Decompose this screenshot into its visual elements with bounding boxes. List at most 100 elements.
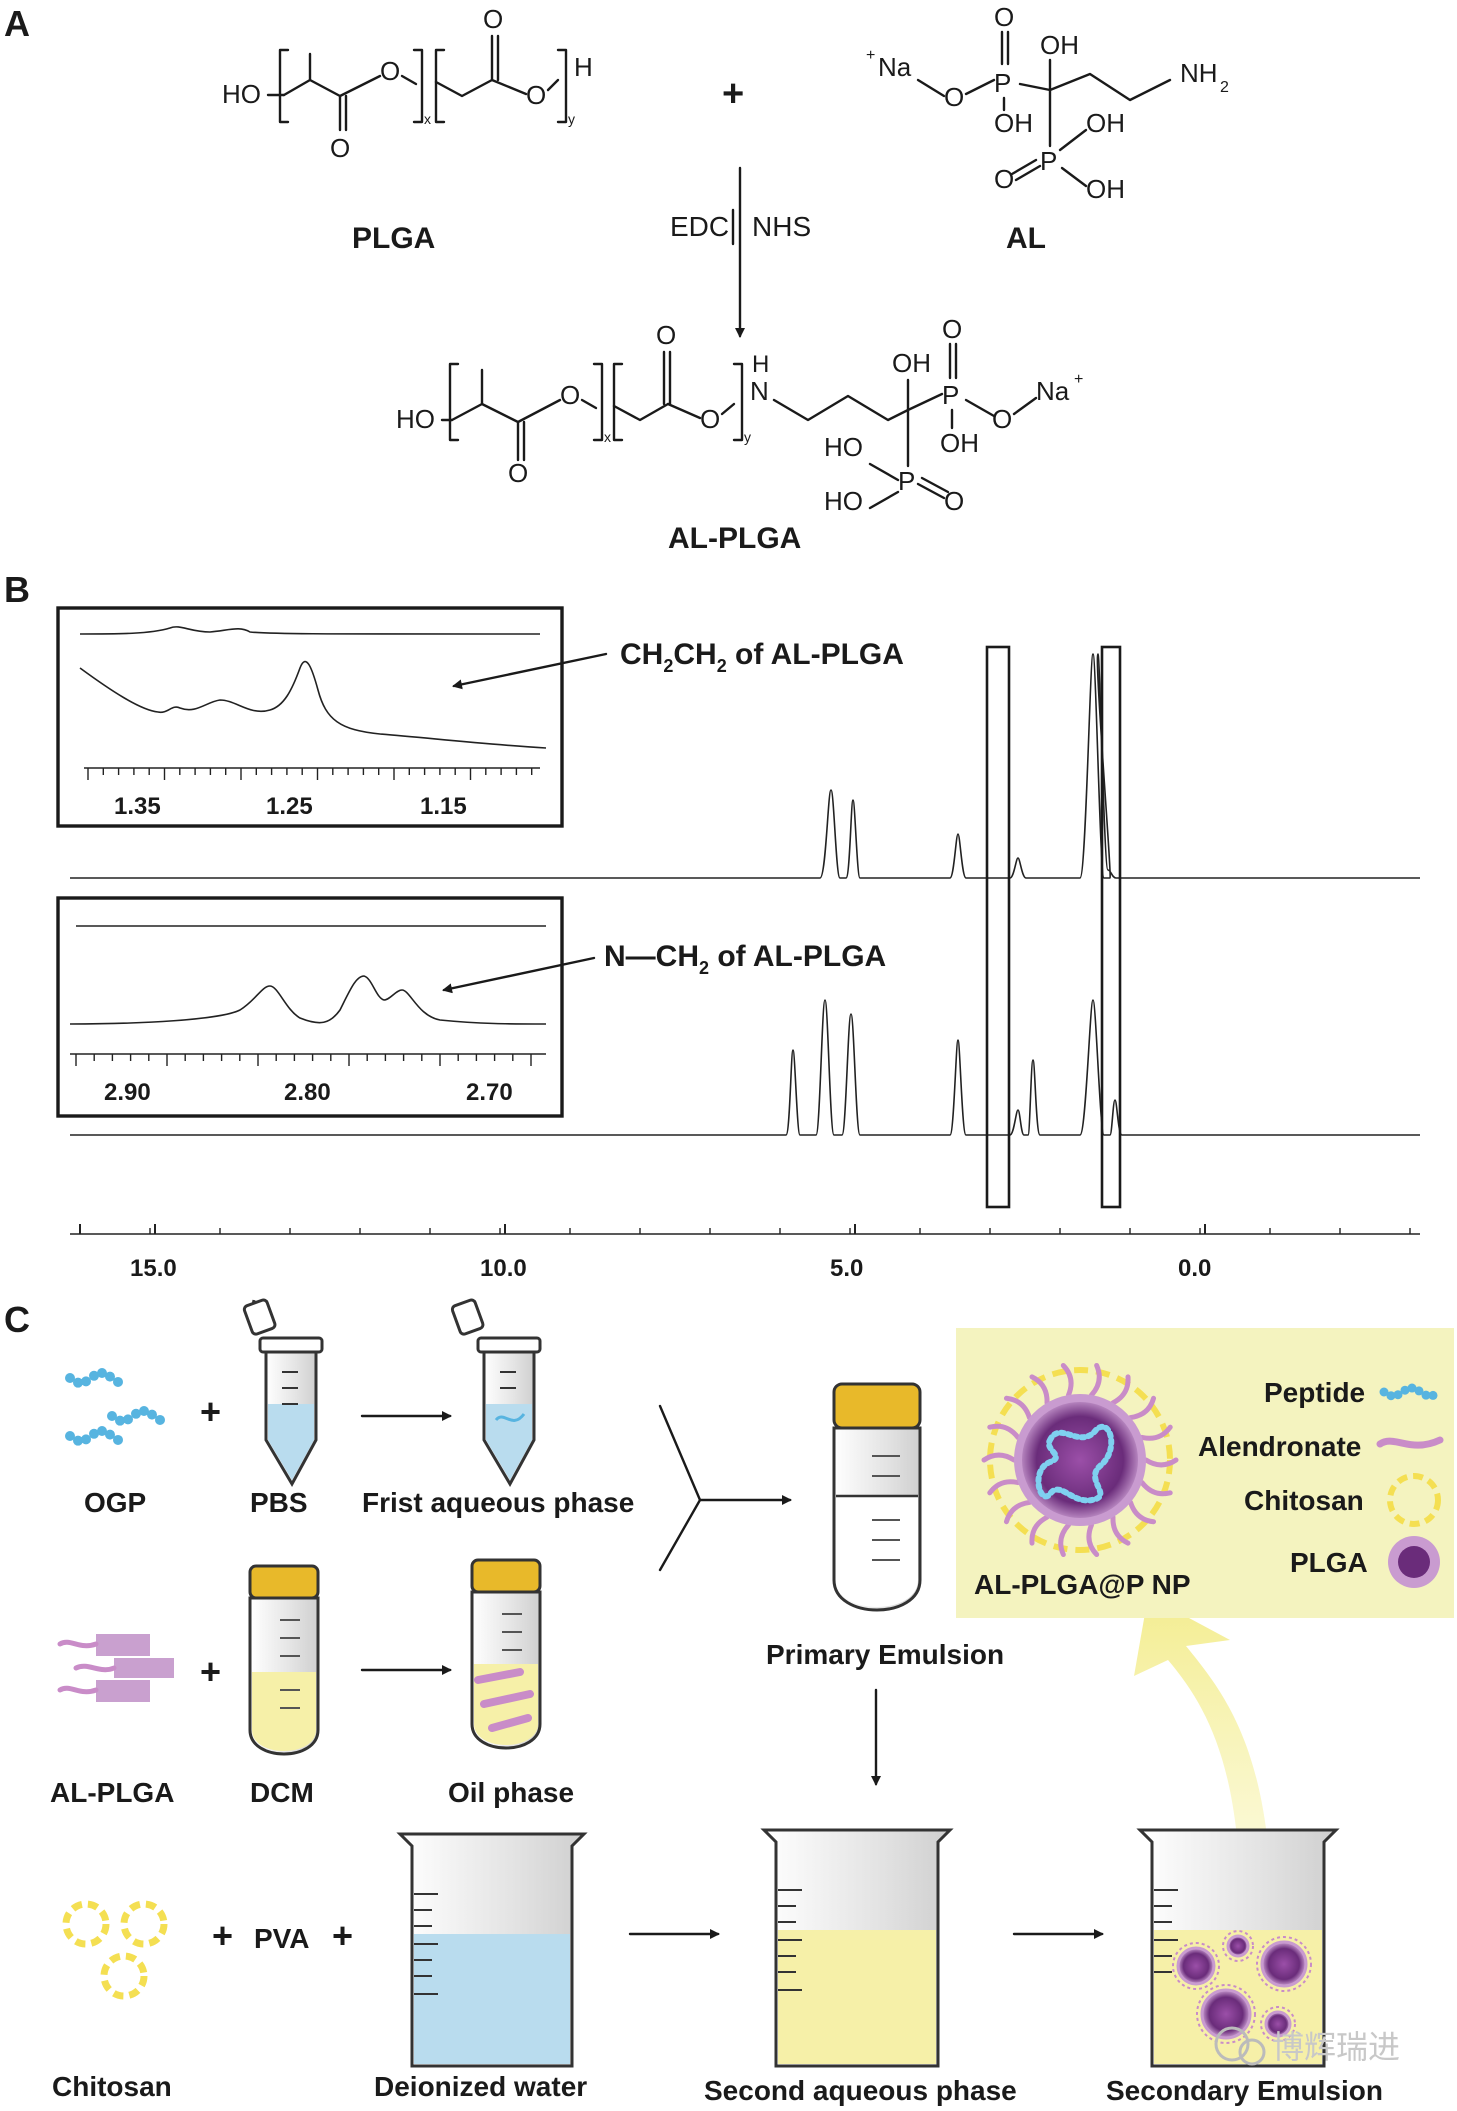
annotation-ch2ch2: CH2CH2 of AL-PLGA [452,638,904,690]
peptide-bead [113,1376,123,1387]
annotation-n-ch2: N—CH2 of AL-PLGA [442,940,886,994]
plga-ho: HO [222,79,261,109]
legend-peptide-bead [1407,1383,1417,1393]
plga-structure: HO O O x O O y H PLGA [222,4,593,255]
plga-o-carbonyl-1: O [330,133,350,163]
alendronate-spike [987,1479,1021,1496]
plga-h: H [574,52,593,82]
legend-peptide-bead [1414,1386,1424,1396]
peptide-bead [73,1377,83,1388]
al-oh-1: OH [994,108,1033,138]
plga-o-ester-1: O [380,56,400,86]
peptide-bead [131,1408,141,1419]
legend-chitosan-icon [1387,1473,1441,1527]
beaker-np-shell [1260,2006,1296,2042]
inset-ch2ch2: 1.35 1.25 1.15 [56,606,564,828]
peptide-bead [89,1370,99,1381]
beaker-np-shell [1172,1942,1220,1990]
svg-text:CH2CH2 of AL-PLGA: CH2CH2 of AL-PLGA [620,638,904,676]
dcm-label: DCM [250,1777,314,1808]
peptide-bead [73,1435,83,1446]
peptide-bead [65,1431,75,1441]
prod-sub-x: x [604,429,611,445]
legend-alendronate-icon [1376,1436,1444,1449]
prod-o-5: O [942,314,962,344]
prod-o-3: O [656,320,676,350]
alendronate-spike [987,1423,1021,1440]
al-nh-sub: 2 [1220,79,1229,96]
al-o-3: O [994,164,1014,194]
alendronate-spike [981,1452,1017,1463]
legend-peptide-bead [1400,1385,1410,1395]
prod-oh-1: OH [892,348,931,378]
prod-o-6: O [992,404,1012,434]
prod-o-1: O [508,458,528,488]
peptide-bead [81,1434,91,1445]
first-aqueous-tube: Frist aqueous phase [362,1298,634,1518]
nmr-spectrum-bottom [70,999,1420,1136]
panel-label-c: C [4,1299,30,1340]
reagent-edc: EDC [670,211,729,242]
beaker-np-shell [1222,1930,1254,1962]
legend-chitosan-label: Chitosan [1244,1485,1364,1516]
al-na-charge: + [866,47,875,64]
al-plga-label: AL-PLGA [668,522,801,555]
ogp-peptide-group: OGP [65,1368,165,1518]
al-nh: NH [1180,58,1218,88]
panel-label-a: A [4,3,30,44]
plus-row1: + [200,1391,221,1432]
alendronate-spike [1029,1374,1050,1406]
watermark: 博辉瑞进 [1214,2026,1400,2066]
peptide-bead [105,1429,115,1440]
legend-np-label: AL-PLGA@P NP [974,1569,1191,1600]
plga-label: PLGA [352,222,435,255]
nanoparticle-illustration [981,1362,1179,1558]
alendronate-spike [1058,1522,1072,1558]
nmr-axis: 15.0 10.0 5.0 0.0 [70,1224,1420,1282]
al-plga-structure: HO O O x O O y H N OH P O OH O [396,314,1083,555]
alendronate-spike [1088,1362,1102,1398]
peptide-bead [147,1409,157,1420]
al-structure: + Na O P O OH OH NH 2 P OH O OH AL [866,2,1229,255]
peptide-bead [65,1373,75,1383]
ogp-label: OGP [84,1487,146,1518]
watermark-text: 博辉瑞进 [1272,2029,1400,2065]
prod-oh-2: OH [940,428,979,458]
al-oh-4: OH [1086,174,1125,204]
plus-row3-b: + [332,1915,353,1956]
peptide-bead [97,1426,107,1437]
legend-box: AL-PLGA@P NP Peptide Alendronate Chitosa… [956,1328,1454,1618]
alendronate-spike [1003,1395,1032,1421]
chitosan-icon-label: Chitosan [52,2071,172,2102]
highlight-box-ch2ch2 [1100,645,1122,1209]
prod-ho-3: HO [824,486,863,516]
peptide-bead [123,1414,133,1425]
al-p-1: P [994,68,1011,98]
inset1-tick-label: 1.35 [114,793,161,820]
inset1-tick-label: 1.15 [420,793,467,820]
peptide-bead [113,1434,123,1445]
legend-peptide-label: Peptide [1264,1377,1365,1408]
beaker-np [1260,1940,1308,1988]
al-p-2: P [1040,146,1057,176]
reaction-arrow: EDC NHS [670,166,811,338]
axis-tick-label: 10.0 [480,1255,527,1282]
peptide-bead [107,1411,117,1421]
prod-o-7: O [944,486,964,516]
legend-peptide-bead [1393,1390,1403,1400]
peptide-bead [115,1415,125,1426]
prod-p-1: P [942,380,959,410]
prod-ho-2: HO [824,432,863,462]
alendronate-spike [1143,1457,1179,1468]
prod-ho: HO [396,404,435,434]
plus-row3-a: + [212,1915,233,1956]
al-plga-icon-label: AL-PLGA [50,1777,174,1808]
prod-na-charge: + [1074,371,1083,388]
svg-text:N—CH2 of AL-PLGA: N—CH2 of AL-PLGA [604,940,886,978]
merge-arrow [658,1404,792,1572]
nmr-spectrum-top [70,653,1420,879]
inset2-tick-label: 2.90 [104,1079,151,1106]
pva-label: PVA [254,1923,310,1954]
highlight-box-ch2-n [985,645,1011,1209]
